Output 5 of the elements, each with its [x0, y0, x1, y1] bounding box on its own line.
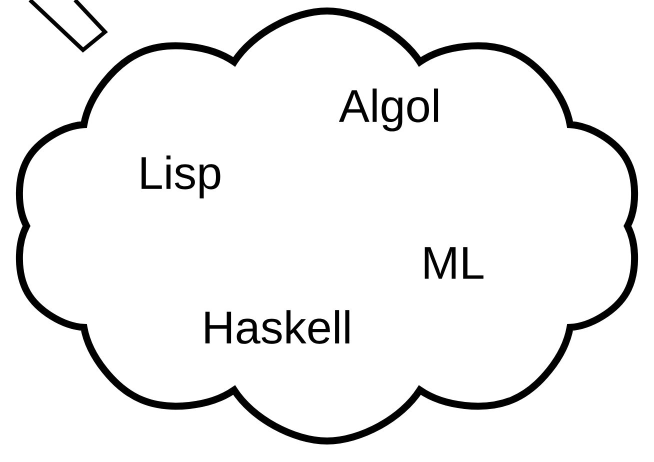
- cloud-label: ML: [424, 247, 484, 279]
- cloud-label: Algol: [338, 88, 438, 132]
- cloud-label: Haskell: [205, 310, 350, 344]
- cloud-shape: [16, 8, 638, 444]
- cloud-label: Lisp: [142, 156, 220, 198]
